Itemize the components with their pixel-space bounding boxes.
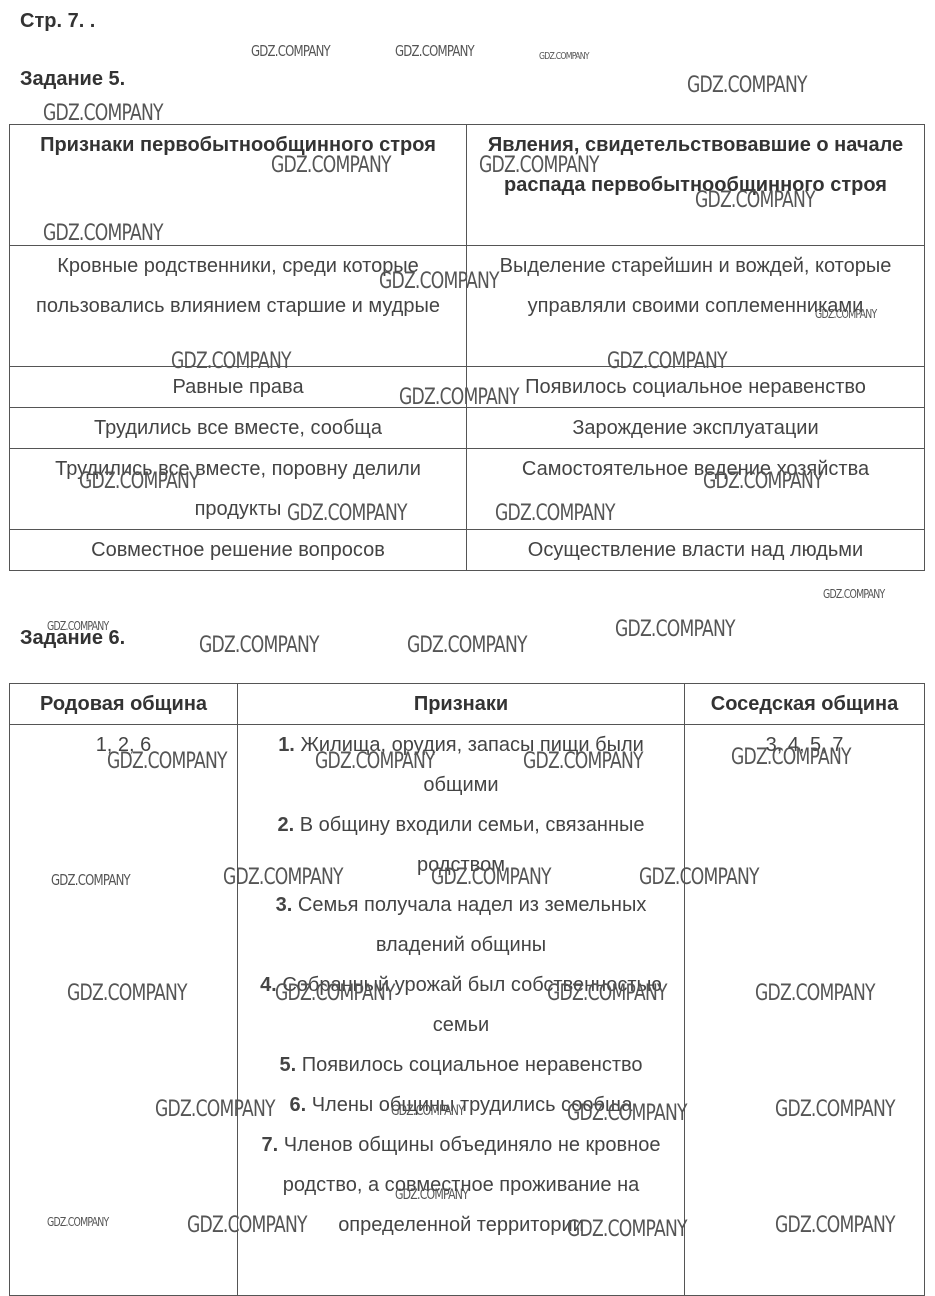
list-item: 2. В общину входили семьи, связанные род… (246, 805, 676, 885)
feature-number: 3. (275, 894, 293, 916)
feature-text: В общину входили семьи, связанные родств… (299, 814, 645, 876)
task5-header-row: Признаки первобытнообщинного строя Явлен… (9, 124, 925, 246)
list-item: 5. Появилось социальное неравенство (246, 1045, 676, 1085)
task5-sign-cell: Трудились все вместе, сообща (9, 407, 467, 449)
table-row: Трудились все вместе, поровну делили про… (9, 448, 925, 530)
task6-header-row: Родовая община Признаки Соседская община (9, 683, 925, 725)
task5-sign-cell: Кровные родственники, среди которые поль… (9, 245, 467, 367)
task5-phenomenon-cell: Выделение старейшин и вождей, которые уп… (466, 245, 925, 367)
feature-text: Собранный урожай был собственностью семь… (282, 974, 662, 1036)
feature-number: 5. (279, 1054, 297, 1076)
list-item: 4. Собранный урожай был собственностью с… (246, 965, 676, 1045)
task5-table: Признаки первобытнообщинного строя Явлен… (9, 124, 925, 571)
feature-text: Жилища, орудия, запасы пищи были общими (300, 734, 644, 796)
task5-phenomenon-cell: Появилось социальное неравенство (466, 366, 925, 408)
feature-number: 2. (277, 814, 295, 836)
table-row: Равные права Появилось социальное нераве… (9, 366, 925, 408)
table-row: Совместное решение вопросов Осуществлени… (9, 529, 925, 571)
task5-sign-cell: Трудились все вместе, поровну делили про… (9, 448, 467, 530)
list-item: 6. Члены общины трудились сообща (246, 1085, 676, 1125)
feature-number: 1. (278, 734, 295, 756)
task5-phenomenon-cell: Осуществление власти над людьми (466, 529, 925, 571)
feature-number: 6. (289, 1094, 307, 1116)
watermark: GDZ.COMPANY (539, 51, 590, 62)
task6-neighbor-answer: 3, 4, 5, 7 (684, 724, 925, 1296)
task6-features-cell: 1. Жилища, орудия, запасы пищи были общи… (237, 724, 685, 1296)
table-row: Кровные родственники, среди которые поль… (9, 245, 925, 367)
task5-title: Задание 5. (20, 68, 126, 90)
feature-number: 4. (260, 974, 277, 996)
task6-header-features: Признаки (237, 683, 685, 725)
feature-text: Семья получала надел из земельных владен… (297, 894, 647, 956)
watermark: GDZ.COMPANY (615, 617, 736, 642)
watermark: GDZ.COMPANY (823, 587, 885, 601)
task6-tribal-answer: 1, 2, 6 (9, 724, 238, 1296)
watermark: GDZ.COMPANY (407, 633, 528, 658)
watermark: GDZ.COMPANY (199, 633, 320, 658)
task6-header-neighbor: Соседская община (684, 683, 925, 725)
list-item: 7. Членов общины объединяло не кровное р… (246, 1125, 676, 1245)
task6-title: Задание 6. (20, 627, 126, 649)
table-row: 1, 2, 6 1. Жилища, орудия, запасы пищи б… (9, 724, 925, 1296)
watermark: GDZ.COMPANY (251, 42, 331, 60)
task5-phenomenon-cell: Самостоятельное ведение хозяйства (466, 448, 925, 530)
list-item: 1. Жилища, орудия, запасы пищи были общи… (246, 725, 676, 805)
task6-header-tribal: Родовая община (9, 683, 238, 725)
feature-text: Члены общины трудились сообща (311, 1094, 633, 1116)
task5-sign-cell: Совместное решение вопросов (9, 529, 467, 571)
feature-text: Членов общины объединяло не кровное родс… (282, 1134, 661, 1236)
list-item: 3. Семья получала надел из земельных вла… (246, 885, 676, 965)
task5-header-signs: Признаки первобытнообщинного строя (9, 124, 467, 246)
feature-number: 7. (261, 1134, 279, 1156)
watermark: GDZ.COMPANY (395, 42, 475, 60)
task5-phenomenon-cell: Зарождение эксплуатации (466, 407, 925, 449)
watermark: GDZ.COMPANY (43, 101, 164, 126)
task5-header-phenomena: Явления, свидетельствовавшие о начале ра… (466, 124, 925, 246)
task5-sign-cell: Равные права (9, 366, 467, 408)
table-row: Трудились все вместе, сообща Зарождение … (9, 407, 925, 449)
feature-text: Появилось социальное неравенство (301, 1054, 643, 1076)
task6-table: Родовая община Признаки Соседская община… (9, 683, 925, 1296)
page-label: Стр. 7. . (20, 10, 96, 32)
watermark: GDZ.COMPANY (687, 73, 808, 98)
